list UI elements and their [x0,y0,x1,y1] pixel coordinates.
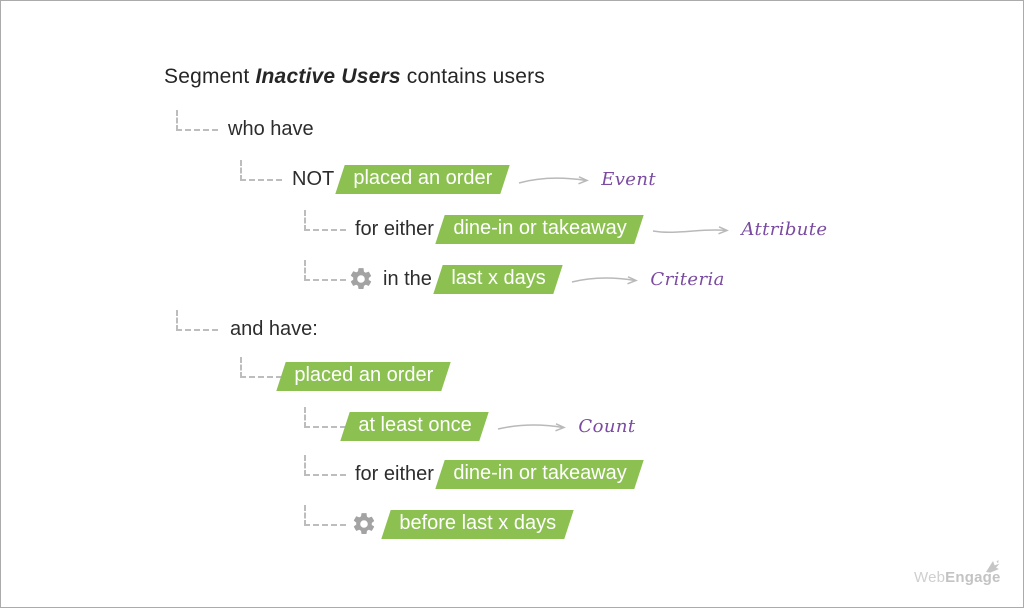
gear-icon [350,268,372,289]
annotation-attribute: Attribute [741,218,828,240]
arrow-right-icon [653,226,730,235]
tree-connector [304,407,346,428]
arrow-right-icon [572,276,639,285]
condition-prefix: NOT [292,167,335,190]
arrow-right-icon [519,176,590,185]
event-chip: placed an order [335,164,510,194]
tree-connector [304,210,346,231]
condition-row: placed an order [276,361,451,391]
condition-row: NOT placed an order Event [292,164,656,194]
condition-row: and have: [230,314,318,344]
attribute-chip-label: dine-in or takeaway [453,216,627,239]
tree-connector [176,110,218,131]
attribute-chip: dine-in or takeaway [435,459,645,489]
criteria-chip: last x days [433,264,564,294]
condition-row: in the last x days Criteria [348,264,725,294]
criteria-chip: before last x days [381,509,574,539]
tree-connector [304,455,346,476]
condition-row: for either dine-in or takeaway Attribute [355,214,828,244]
criteria-chip-label: last x days [451,266,546,289]
gear-icon [353,513,375,534]
tree-connector [176,310,218,331]
condition-text: who have [228,117,314,140]
condition-prefix: for either [355,217,434,240]
title-prefix: Segment [164,65,250,88]
tree-connector [240,160,282,181]
event-chip-label: placed an order [294,363,434,386]
count-chip-label: at least once [358,413,472,436]
criteria-chip-label: before last x days [399,511,557,534]
condition-row: for either dine-in or takeaway [355,459,645,489]
logo-text-engage: Engage [945,569,1001,586]
annotation-count: Count [578,415,636,437]
logo-text-web: Web [914,569,946,586]
condition-text: and have: [230,317,318,340]
attribute-chip: dine-in or takeaway [435,214,645,244]
condition-row: before last x days [351,509,574,539]
event-chip-label: placed an order [353,166,493,189]
attribute-chip-label: dine-in or takeaway [453,461,627,484]
webengage-logomark-icon [986,560,1000,573]
arrow-right-icon [498,423,567,432]
event-chip: placed an order [276,361,451,391]
condition-row: who have [228,114,314,144]
tree-connector [240,357,282,378]
title-suffix: contains users [406,65,545,88]
webengage-logo: WebEngage [914,569,1001,586]
condition-row: at least once Count [340,411,636,441]
condition-prefix: in the [383,267,432,290]
count-chip: at least once [340,411,490,441]
tree-connector [304,260,346,281]
annotation-event: Event [601,168,656,190]
annotation-criteria: Criteria [650,268,725,290]
tree-connector [304,505,346,526]
segment-name: Inactive Users [255,65,401,88]
condition-prefix: for either [355,462,434,485]
page-title: Segment Inactive Users contains users [164,65,545,89]
